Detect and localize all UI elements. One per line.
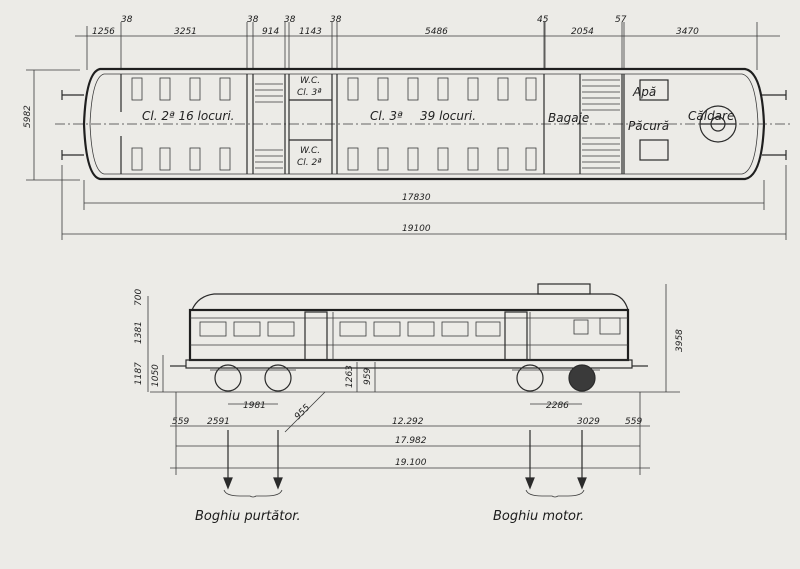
label-water: Apă: [632, 85, 656, 99]
plan-dim-1256: 1256: [92, 27, 115, 37]
label-class3-seats: 39 locuri.: [420, 109, 476, 123]
side-elevation: 700 1381 1187 1050 1263 959 3958 1981 22…: [134, 283, 685, 524]
plan-dim-57: 57: [615, 15, 627, 25]
elev-floor-h: 1187: [134, 362, 144, 385]
plan-total-inner: 17830: [402, 193, 431, 203]
caption-motor-bogie: Boghiu motor.: [493, 509, 584, 524]
plan-dim-2054: 2054: [571, 27, 594, 37]
label-baggage: Bagaje: [548, 111, 589, 125]
plan-dim-5486: 5486: [425, 27, 448, 37]
label-wc-bottom-1: W.C.: [300, 146, 320, 156]
elev-window-h: 1381: [134, 321, 144, 344]
plan-dim-38c: 38: [284, 15, 296, 25]
label-class3: Cl. 3ª: [370, 109, 403, 123]
label-boiler: Căldare: [688, 109, 734, 123]
label-fuel: Păcură: [628, 119, 669, 133]
elev-floor-h2: 1050: [151, 364, 161, 387]
label-wc-bottom-2: Cl. 2ª: [297, 158, 322, 168]
plan-dim-914: 914: [262, 27, 279, 37]
plan-dim-45: 45: [537, 15, 549, 25]
side-windows: [199, 317, 621, 337]
elev-total-h: 3958: [675, 329, 685, 352]
plan-view: 1256 3251 38 38 914 38 1143 38 5486 45 2…: [23, 15, 790, 240]
elev-wheelbase-motor: 2286: [546, 401, 569, 411]
elev-wheelbase-trailer: 1981: [243, 401, 266, 411]
elev-wheel-2: 959: [363, 368, 373, 385]
label-class2: Cl. 2ª 16 locuri.: [142, 109, 235, 123]
caption-trailer-bogie: Boghiu purtător.: [195, 509, 301, 524]
elev-roof: 700: [134, 289, 144, 306]
elev-length-outer: 19.100: [395, 458, 427, 468]
plan-dim-3251: 3251: [174, 27, 197, 37]
label-wc-top-2: Cl. 3ª: [297, 88, 322, 98]
plan-dim-38b: 38: [247, 15, 259, 25]
engine-compartment: [639, 79, 737, 161]
elev-wheel-1: 1263: [345, 365, 355, 388]
elev-overhang-left: 2591: [207, 417, 230, 427]
plan-dim-1143: 1143: [299, 27, 322, 37]
label-wc-top-1: W.C.: [300, 76, 320, 86]
elev-wheel-dia: 955: [293, 403, 312, 422]
elev-length-inner: 17.982: [395, 436, 427, 446]
elev-end-right: 559: [625, 417, 642, 427]
plan-total-outer: 19100: [402, 224, 431, 234]
plan-dim-38d: 38: [330, 15, 342, 25]
plan-dim-38a: 38: [121, 15, 133, 25]
trailer-bogie-wheels: [210, 364, 296, 392]
plan-width: 5982: [23, 105, 33, 128]
elev-overhang-right: 3029: [577, 417, 600, 427]
elev-bogie-centers: 12.292: [392, 417, 424, 427]
elev-end-left: 559: [172, 417, 189, 427]
motor-bogie-wheels: [512, 364, 600, 392]
plan-dim-3470: 3470: [676, 27, 699, 37]
seat-rows: [131, 77, 537, 171]
